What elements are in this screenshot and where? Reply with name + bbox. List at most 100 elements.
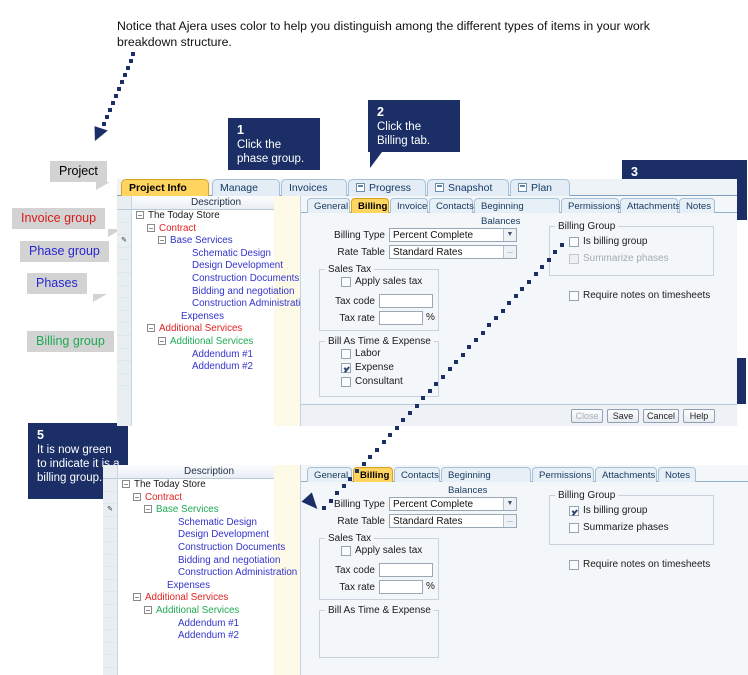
tree-row[interactable]: Addendum #1: [132, 349, 300, 362]
summarize-phases-checkbox[interactable]: [569, 254, 579, 264]
tab-billing[interactable]: Billing: [353, 467, 393, 482]
gutter-cell[interactable]: [117, 210, 131, 223]
tab-billing[interactable]: Billing: [351, 198, 389, 213]
tab-permissions[interactable]: Permissions: [561, 198, 620, 213]
tree-row[interactable]: Expenses: [118, 580, 300, 593]
chevron-down-icon[interactable]: ▼: [503, 229, 516, 241]
gutter-cell[interactable]: [117, 298, 131, 311]
tree-expander-icon[interactable]: −: [133, 492, 141, 502]
tree-expander-icon[interactable]: −: [147, 324, 155, 334]
is-billing-group-checkbox[interactable]: [569, 506, 579, 516]
gutter-cell[interactable]: [103, 529, 117, 542]
tree-row[interactable]: Bidding and negotiation: [132, 286, 300, 299]
gutter-cell[interactable]: [117, 336, 131, 349]
tree-expander-icon[interactable]: −: [133, 593, 141, 603]
labor-checkbox[interactable]: [341, 349, 351, 359]
chevron-down-icon[interactable]: ▼: [503, 498, 516, 510]
tree-row[interactable]: Addendum #1: [118, 618, 300, 631]
top-wbs-tree[interactable]: ✎ Description −The Today Store−Contract−…: [117, 196, 311, 426]
tree-row[interactable]: Construction Documents: [118, 542, 300, 555]
gutter-cell[interactable]: [103, 618, 117, 631]
gutter-cell[interactable]: [103, 592, 117, 605]
tree-row[interactable]: Bidding and negotiation: [118, 555, 300, 568]
tree-expander-icon[interactable]: −: [122, 480, 130, 489]
tree-row[interactable]: −Contract: [132, 223, 300, 236]
tab-beginning-balances[interactable]: Beginning Balances: [441, 467, 531, 496]
tree-row[interactable]: −The Today Store: [132, 210, 300, 223]
tab-project-info[interactable]: Project Info: [121, 179, 209, 196]
tree-row[interactable]: Addendum #2: [118, 630, 300, 643]
tab-notes[interactable]: Notes: [679, 198, 715, 213]
tree-expander-icon[interactable]: −: [144, 605, 152, 615]
tab-contacts[interactable]: Contacts: [429, 198, 474, 213]
is-billing-group-checkbox[interactable]: [569, 237, 579, 247]
gutter-cell[interactable]: [117, 223, 131, 236]
tree-row[interactable]: −Base Services: [132, 235, 300, 248]
bottom-wbs-tree[interactable]: ✎ Description −The Today Store−Contract−…: [103, 465, 301, 675]
tree-row[interactable]: Design Development: [132, 260, 300, 273]
tree-expander-icon[interactable]: −: [147, 223, 155, 233]
gutter-cell[interactable]: [117, 323, 131, 336]
gutter-cell[interactable]: [103, 655, 117, 668]
tree-row[interactable]: −The Today Store: [118, 479, 300, 492]
gutter-cell[interactable]: ✎: [103, 504, 117, 517]
help-button[interactable]: Help: [683, 409, 715, 423]
consultant-checkbox[interactable]: [341, 377, 351, 387]
gutter-cell[interactable]: [103, 555, 117, 568]
require-notes-checkbox[interactable]: [569, 291, 579, 301]
rate-table-select[interactable]: Standard Rates ...: [389, 245, 517, 259]
tab-notes[interactable]: Notes: [658, 467, 696, 482]
apply-sales-tax-checkbox[interactable]: [341, 277, 351, 287]
tree-row[interactable]: Expenses: [132, 311, 300, 324]
gutter-cell[interactable]: [117, 248, 131, 261]
apply-sales-tax-checkbox[interactable]: [341, 546, 351, 556]
tax-rate-input[interactable]: [379, 311, 423, 325]
billing-type-select[interactable]: Percent Complete ▼: [389, 497, 517, 511]
tab-attachments[interactable]: Attachments: [595, 467, 657, 482]
ellipsis-icon[interactable]: ...: [503, 246, 516, 258]
tree-row[interactable]: Design Development: [118, 529, 300, 542]
tab-manage[interactable]: Manage: [212, 179, 280, 196]
summarize-phases-checkbox[interactable]: [569, 523, 579, 533]
tree-expander-icon[interactable]: −: [144, 505, 152, 515]
billing-type-select[interactable]: Percent Complete ▼: [389, 228, 517, 242]
tab-contacts[interactable]: Contacts: [394, 467, 440, 482]
tab-permissions[interactable]: Permissions: [532, 467, 594, 482]
rate-table-select[interactable]: Standard Rates ...: [389, 514, 517, 528]
tree-row[interactable]: Addendum #2: [132, 361, 300, 374]
tree-row[interactable]: −Additional Services: [118, 605, 300, 618]
tab-beginning-balances[interactable]: Beginning Balances: [474, 198, 560, 227]
gutter-cell[interactable]: [117, 361, 131, 374]
tab-progress[interactable]: Progress: [348, 179, 426, 196]
tree-row[interactable]: Construction Administration: [132, 298, 311, 311]
gutter-cell[interactable]: [103, 580, 117, 593]
tax-code-input[interactable]: [379, 563, 433, 577]
gutter-cell[interactable]: [103, 542, 117, 555]
gutter-cell[interactable]: [117, 349, 131, 362]
tab-invoice[interactable]: Invoice: [390, 198, 428, 213]
tax-rate-input[interactable]: [379, 580, 423, 594]
gutter-cell[interactable]: [103, 492, 117, 505]
close-button[interactable]: Close: [571, 409, 603, 423]
gutter-cell[interactable]: [103, 517, 117, 530]
tree-row[interactable]: −Base Services: [118, 504, 300, 517]
cancel-button[interactable]: Cancel: [643, 409, 679, 423]
tree-expander-icon[interactable]: −: [158, 236, 166, 246]
tab-attachments[interactable]: Attachments: [620, 198, 680, 213]
tree-row[interactable]: Schematic Design: [118, 517, 300, 530]
gutter-cell[interactable]: [117, 286, 131, 299]
tree-row[interactable]: Construction Administration: [118, 567, 300, 580]
tab-general[interactable]: General: [307, 198, 350, 213]
tab-snapshot[interactable]: Snapshot: [427, 179, 509, 196]
gutter-cell[interactable]: [103, 567, 117, 580]
gutter-cell[interactable]: [103, 479, 117, 492]
gutter-cell[interactable]: [103, 643, 117, 656]
ellipsis-icon[interactable]: ...: [503, 515, 516, 527]
tree-row[interactable]: −Contract: [118, 492, 300, 505]
gutter-cell[interactable]: [117, 374, 131, 387]
tax-code-input[interactable]: [379, 294, 433, 308]
gutter-cell[interactable]: ✎: [117, 235, 131, 248]
tree-row[interactable]: Schematic Design: [132, 248, 300, 261]
tree-row[interactable]: −Additional Services: [118, 592, 300, 605]
tree-row[interactable]: Construction Documents: [132, 273, 300, 286]
